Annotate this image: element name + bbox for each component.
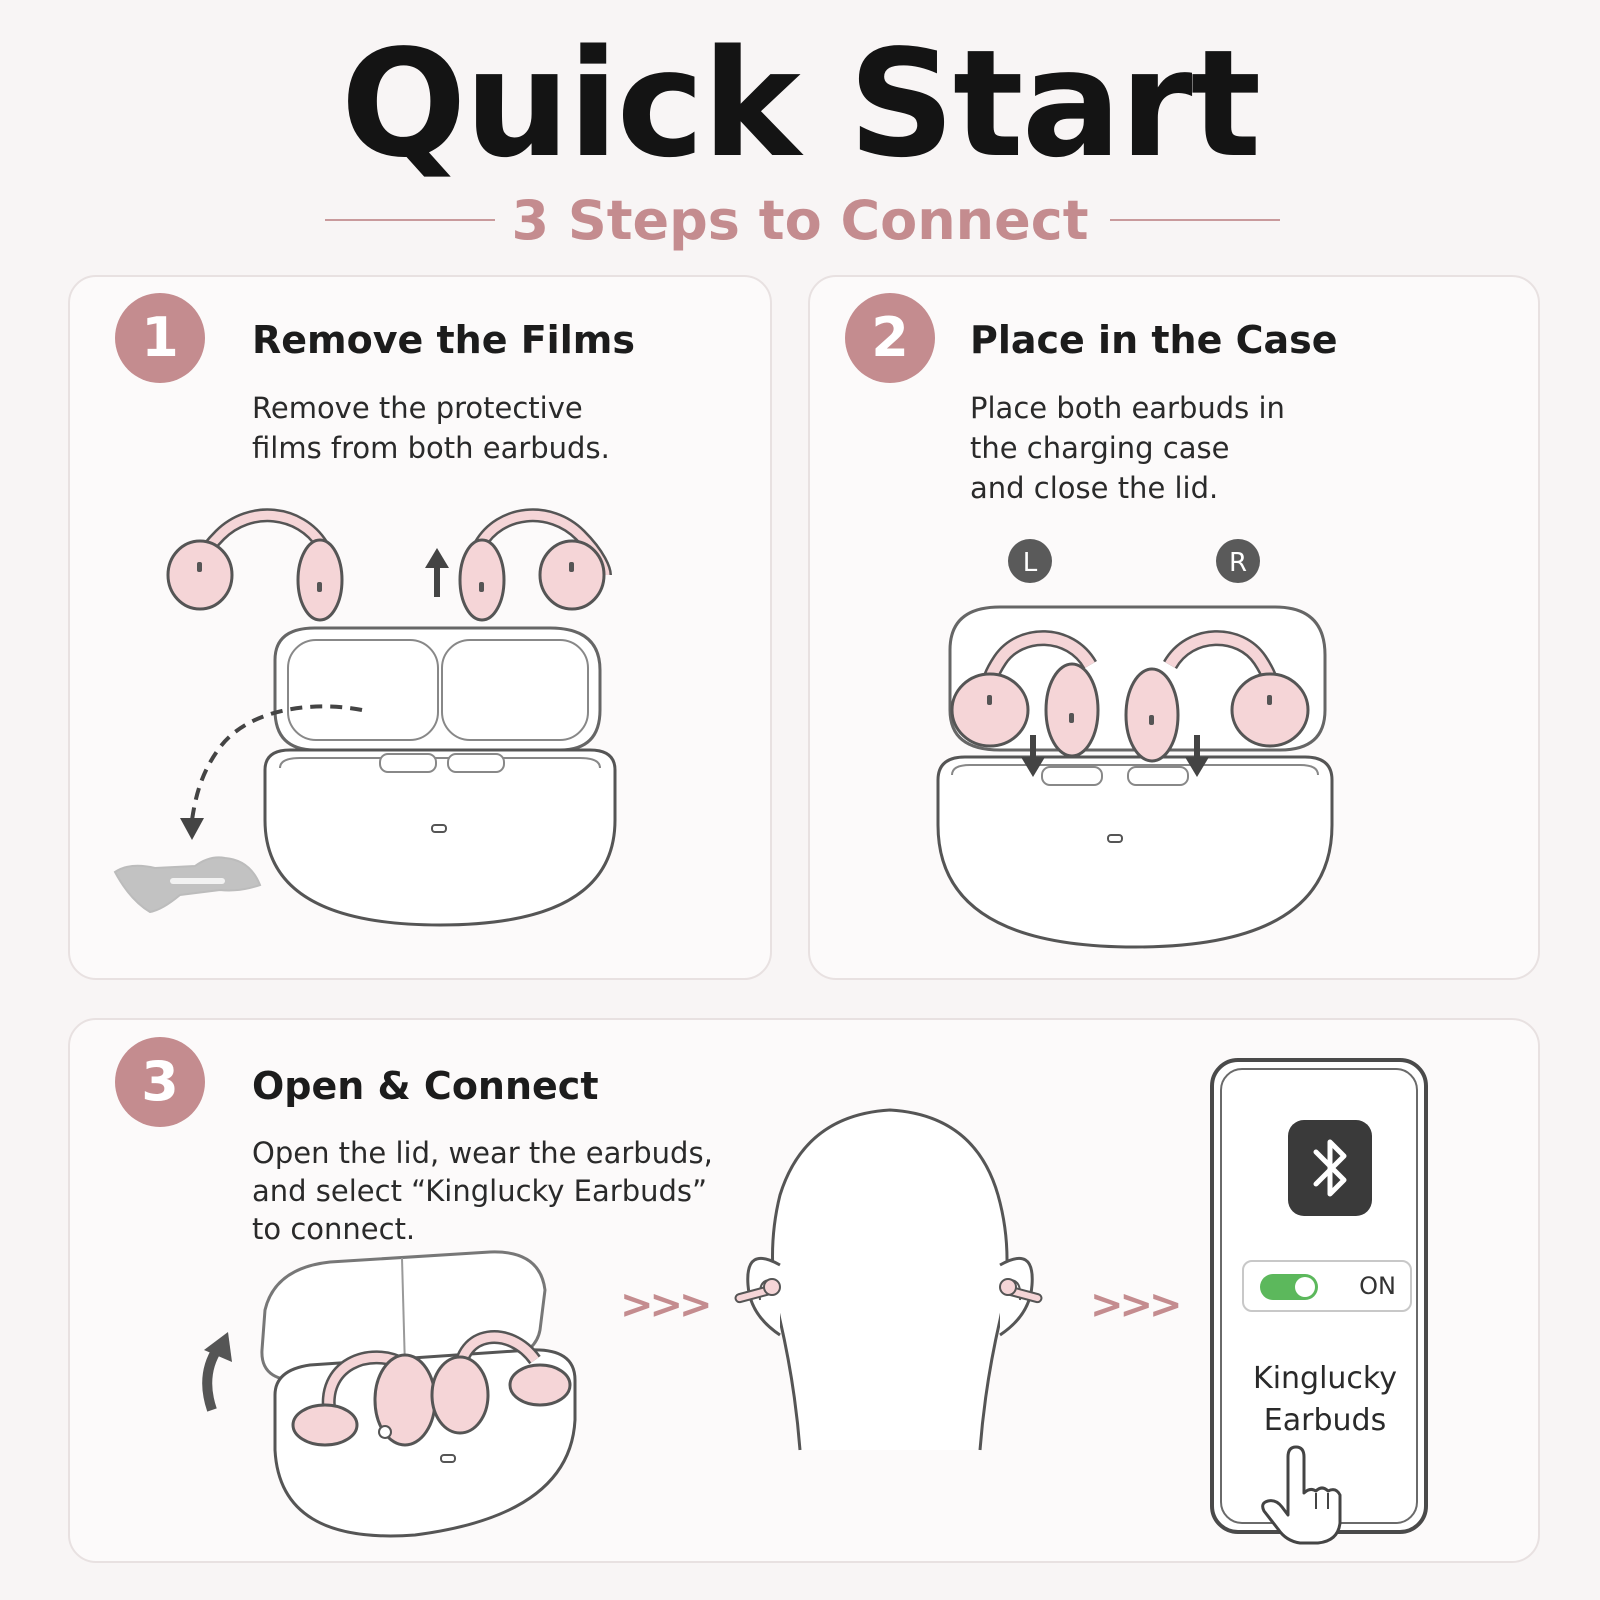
step-2-number-badge: 2 [845, 293, 935, 383]
step-2-illustration: L R [936, 539, 1334, 949]
step-3-description-line: Open the lid, wear the earbuds, [252, 1136, 713, 1170]
left-label: L [1023, 548, 1038, 578]
step-2-title: Place in the Case [970, 318, 1338, 362]
head-illustration [734, 1108, 1043, 1451]
bluetooth-tile[interactable] [1288, 1120, 1372, 1216]
open-case-illustration [202, 1250, 577, 1538]
step-1-title: Remove the Films [252, 318, 635, 362]
step-1-illustration [113, 508, 617, 927]
bluetooth-icon [1313, 1139, 1347, 1197]
step-1-description-line: films from both earbuds. [252, 431, 610, 465]
hand-pointer-icon [1261, 1445, 1342, 1545]
step-2-description-line: the charging case [970, 431, 1230, 465]
right-earbud-icon [430, 1330, 572, 1435]
down-arrow-icon [1021, 735, 1045, 777]
subtitle-row: 3 Steps to Connect [0, 186, 1600, 256]
left-earbud-icon [734, 1278, 781, 1304]
right-earbud-icon [458, 508, 612, 622]
step-3-description-line: to connect. [252, 1212, 416, 1246]
step-1-description: Remove the protective films from both ea… [252, 388, 610, 468]
page-subtitle: 3 Steps to Connect [511, 189, 1089, 252]
bluetooth-toggle-row[interactable]: ON [1242, 1260, 1412, 1312]
left-earbud-icon [166, 508, 344, 622]
left-earbud-icon [291, 1350, 437, 1447]
curved-arrow-icon [180, 704, 363, 840]
right-label-badge: R [1216, 539, 1260, 583]
step-3-description: Open the lid, wear the earbuds, and sele… [252, 1134, 713, 1248]
charging-case [273, 1348, 577, 1538]
step-3-number-badge: 3 [115, 1037, 205, 1127]
flow-arrow: >>> [620, 1282, 713, 1328]
subtitle-divider-left [325, 219, 495, 221]
step-1-description-line: Remove the protective [252, 391, 583, 425]
device-name-line: Earbuds [1263, 1403, 1387, 1438]
left-label-badge: L [1008, 539, 1052, 583]
left-earbud-icon [950, 630, 1100, 758]
device-name-line: Kinglucky [1253, 1361, 1397, 1396]
charging-case [263, 748, 617, 927]
step-2-description-line: Place both earbuds in [970, 391, 1285, 425]
step-3-description-line: and select “Kinglucky Earbuds” [252, 1174, 708, 1208]
phone-screen: ON Kinglucky Earbuds [1220, 1068, 1418, 1524]
head-outline [771, 1108, 1009, 1451]
step-2-description-line: and close the lid. [970, 471, 1219, 505]
case-lid [273, 626, 602, 752]
toggle-knob [1295, 1277, 1315, 1297]
right-earbud-icon [999, 1278, 1043, 1304]
up-arrow-icon [425, 548, 449, 597]
curved-arrow-icon [202, 1332, 232, 1412]
bluetooth-toggle[interactable] [1260, 1274, 1318, 1300]
protective-film-icon [113, 856, 262, 914]
toggle-state-label: ON [1359, 1272, 1396, 1300]
step-3-title: Open & Connect [252, 1064, 599, 1108]
down-arrow-icon [1185, 735, 1209, 777]
flow-arrow: >>> [1090, 1282, 1183, 1328]
charging-case [936, 755, 1334, 949]
subtitle-divider-right [1110, 219, 1280, 221]
page-title: Quick Start [340, 18, 1262, 190]
right-label: R [1229, 548, 1247, 578]
phone-mockup: ON Kinglucky Earbuds [1210, 1058, 1428, 1534]
right-earbud-icon [1124, 630, 1310, 763]
device-list-item[interactable]: Kinglucky Earbuds [1222, 1358, 1428, 1442]
step-1-number-badge: 1 [115, 293, 205, 383]
step-2-description: Place both earbuds in the charging case … [970, 388, 1285, 508]
